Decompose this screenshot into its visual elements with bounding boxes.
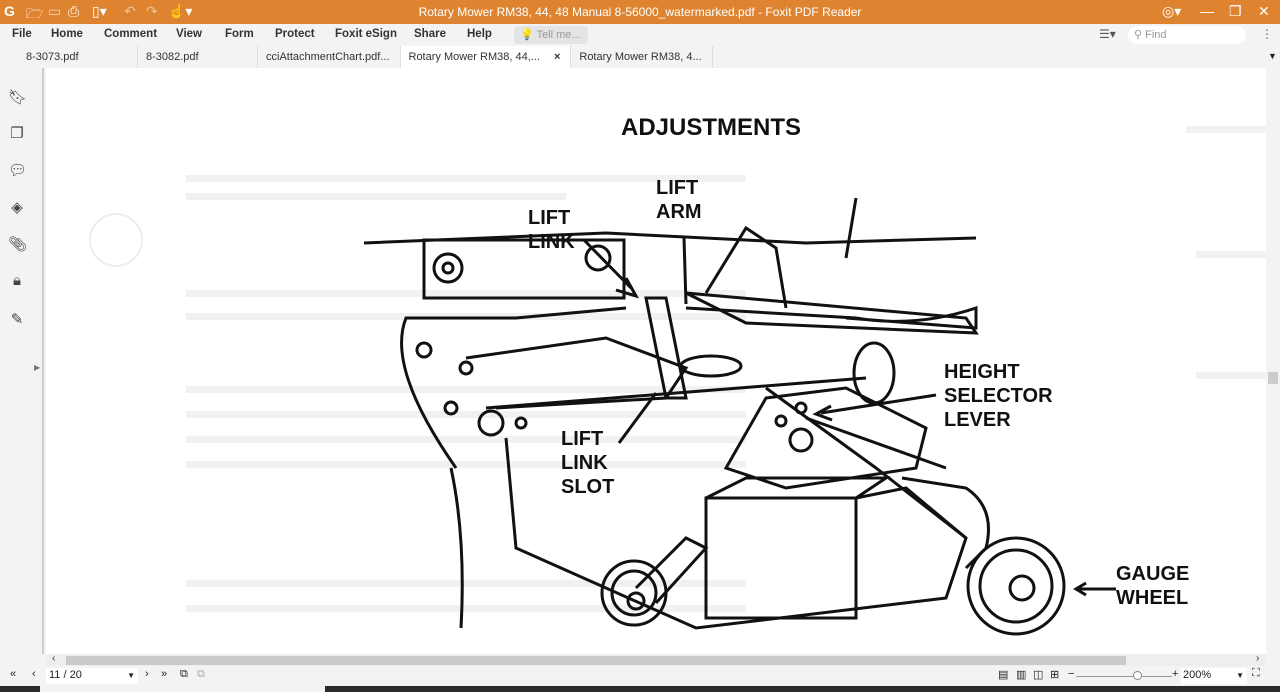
zoom-in-button[interactable]: + (1172, 668, 1179, 680)
zoom-slider[interactable] (1076, 676, 1172, 677)
tab-label: cciAttachmentChart.pdf... (266, 51, 390, 63)
tab-label: Rotary Mower RM38, 4... (579, 51, 702, 63)
zoom-value: 200% (1183, 669, 1212, 681)
restore-button[interactable]: ❐ (1229, 3, 1242, 19)
vertical-scrollbar[interactable] (1266, 68, 1280, 666)
redo-icon[interactable]: ↷ (146, 3, 158, 19)
page-number-value: 11 / 20 (49, 669, 82, 681)
zoom-dropdown-icon[interactable]: ▼ (1236, 671, 1244, 680)
window-title: Rotary Mower RM38, 44, 48 Manual 8-56000… (418, 5, 862, 19)
signature-icon[interactable]: ✎ (10, 311, 24, 328)
more-options-icon[interactable]: ⋮ (1261, 27, 1273, 41)
minimize-button[interactable]: — (1200, 3, 1214, 19)
tab-8-3082[interactable]: 8-3082.pdf (138, 46, 258, 68)
vertical-scroll-thumb[interactable] (1268, 372, 1278, 384)
tab-list-dropdown-icon[interactable]: ▼ (1268, 51, 1277, 61)
horizontal-scroll-thumb[interactable] (66, 656, 1126, 665)
hand-tool-icon[interactable]: ☝▾ (168, 3, 193, 19)
pages-icon[interactable]: ❐ (10, 125, 24, 142)
menu-comment[interactable]: Comment (104, 28, 158, 40)
find-input[interactable]: ⚲ Find (1128, 26, 1246, 44)
menu-form[interactable]: Form (225, 28, 254, 40)
menu-bar: File Home Comment View Form Protect Foxi… (0, 24, 1280, 46)
save-icon[interactable]: ▭ (48, 3, 62, 19)
menu-protect[interactable]: Protect (275, 28, 315, 40)
tab-label: Rotary Mower RM38, 44,... (408, 51, 540, 63)
continuous-page-icon[interactable]: ▥ (1016, 669, 1027, 681)
layers-icon[interactable]: ◈ (11, 199, 23, 216)
left-sidebar: 🔖︎ ❐ 💬︎ ◈ 📎︎ 🔒︎ ✎ ▶ (0, 68, 44, 654)
menu-view[interactable]: View (176, 28, 202, 40)
menu-share[interactable]: Share (414, 28, 446, 40)
scroll-right-icon[interactable]: › (1256, 653, 1260, 664)
reflow-icon[interactable]: ⧉ (197, 668, 205, 680)
close-button[interactable]: ✕ (1258, 3, 1270, 19)
scroll-left-icon[interactable]: ‹ (52, 653, 56, 664)
open-icon[interactable]: 🗁 (26, 5, 44, 21)
tab-rotary-mower-active[interactable]: Rotary Mower RM38, 44,... × (400, 46, 572, 68)
page-heading: ADJUSTMENTS (621, 114, 802, 141)
title-bar: G 🗁 ▭ ⎙ ▯▾ ↶ ↷ ☝▾ Rotary Mower RM38, 44,… (0, 0, 1280, 24)
menu-file[interactable]: File (12, 28, 32, 40)
continuous-facing-icon[interactable]: ⊞ (1050, 669, 1060, 681)
menu-help[interactable]: Help (467, 28, 492, 40)
comments-icon[interactable]: 💬︎ (8, 162, 28, 179)
next-page-button[interactable]: › (145, 668, 149, 680)
security-icon[interactable]: 🔒︎ (13, 272, 21, 289)
taskbar (0, 686, 1280, 692)
tab-cci-attachment-chart[interactable]: cciAttachmentChart.pdf... (258, 46, 401, 68)
zoom-out-button[interactable]: − (1068, 668, 1075, 680)
find-placeholder: Find (1145, 29, 1167, 41)
tab-close-icon[interactable]: × (553, 51, 561, 63)
tell-me-input[interactable]: 💡 Tell me... (514, 26, 588, 44)
page-dropdown-icon[interactable]: ▼ (127, 671, 135, 680)
horizontal-scrollbar[interactable]: ‹ › (46, 653, 1266, 666)
tab-label: 8-3082.pdf (146, 51, 199, 63)
single-page-icon[interactable]: ▤ (998, 669, 1009, 681)
prev-page-button[interactable]: ‹ (32, 668, 36, 680)
tab-8-3073[interactable]: 8-3073.pdf (18, 46, 138, 68)
bookmark-icon[interactable]: 🔖︎ (8, 89, 28, 106)
first-page-button[interactable]: « (10, 668, 17, 680)
fullscreen-icon[interactable]: ⛶ (1252, 667, 1260, 679)
search-options-icon[interactable]: ☰▾ (1099, 27, 1116, 41)
facing-page-icon[interactable]: ◫ (1033, 669, 1044, 681)
attachment-icon[interactable]: 📎︎ (8, 236, 28, 253)
tab-rotary-mower-2[interactable]: Rotary Mower RM38, 4... (571, 46, 713, 68)
create-icon[interactable]: ▯▾ (92, 3, 107, 19)
page-number-input[interactable]: 11 / 20 ▼ (46, 668, 138, 684)
foxit-logo-icon: G (4, 3, 15, 19)
undo-icon[interactable]: ↶ (124, 3, 136, 19)
zoom-slider-thumb[interactable] (1133, 671, 1142, 680)
print-icon[interactable]: ⎙ (68, 3, 80, 19)
status-bar: « ‹ 11 / 20 ▼ › » ⧉ ⧉ ▤ ▥ ◫ ⊞ − + 200% ▼ ⛶ (0, 666, 1280, 686)
menu-foxit-esign[interactable]: Foxit eSign (335, 28, 397, 40)
tab-bar: 8-3073.pdf 8-3082.pdf cciAttachmentChart… (0, 46, 1260, 68)
last-page-button[interactable]: » (161, 668, 168, 680)
expand-sidebar-icon[interactable]: ▶ (34, 363, 41, 372)
rotate-view-icon[interactable]: ⧉ (180, 668, 188, 680)
account-icon[interactable]: ◎▾ (1162, 3, 1182, 19)
tell-me-placeholder: Tell me... (536, 29, 581, 41)
mower-diagram (89, 197, 1116, 636)
tab-label: 8-3073.pdf (26, 51, 79, 63)
zoom-select[interactable]: 200% ▼ (1181, 668, 1247, 684)
menu-home[interactable]: Home (51, 28, 83, 40)
